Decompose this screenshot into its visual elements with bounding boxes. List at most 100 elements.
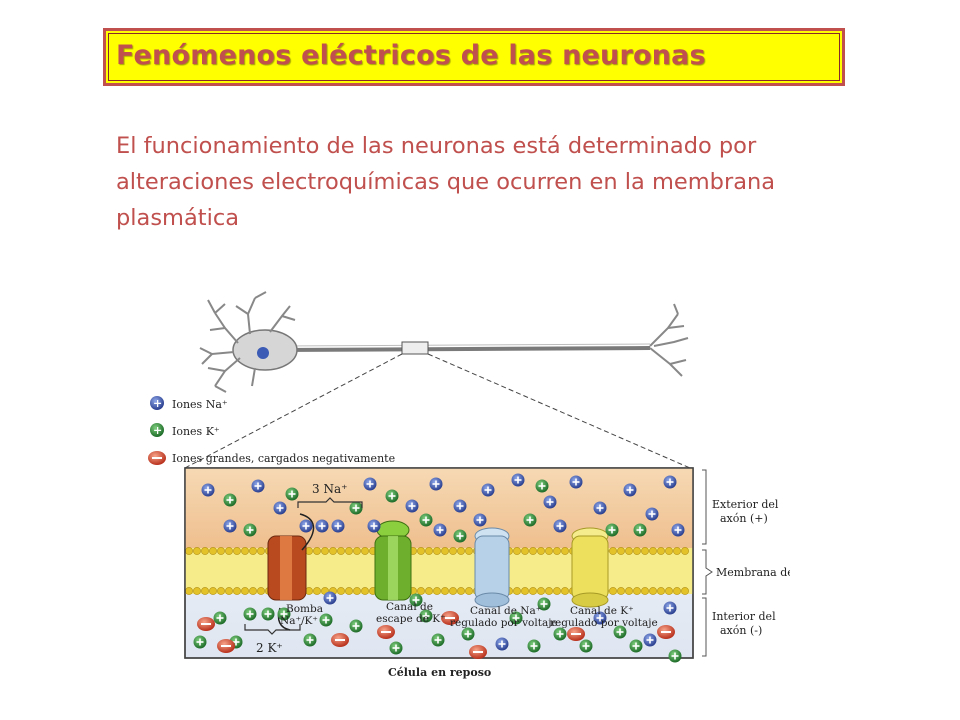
negative-ion [441,611,459,625]
negative-ion [567,627,585,641]
sodium-potassium-pump [267,513,315,631]
potassium-ion [453,529,467,543]
title-box [103,28,845,86]
potassium-ion [629,639,643,653]
label-interior-2: axón (-) [720,624,762,637]
sodium-ion [453,499,467,513]
potassium-ion [385,489,399,503]
sodium-ion [405,499,419,513]
potassium-ion [319,613,333,627]
label-leak-1: Canal de [386,601,433,613]
sodium-ion [511,473,525,487]
potassium-ion [461,627,475,641]
label-leak-2: escape de K⁺ [376,613,446,625]
legend-sodium-label: Iones Na⁺ [172,398,228,411]
label-exterior-2: axón (+) [720,512,768,525]
legend-negative: Iones grandes, cargados negativamente [148,451,395,465]
potassium-ion [509,611,523,625]
sodium-ion [553,519,567,533]
legend-sodium: + Iones Na⁺ [150,396,228,411]
sodium-ion [273,501,287,515]
label-k-channel-2: regulado por voltaje [550,617,658,629]
potassium-ion [409,593,423,607]
potassium-ion [419,609,433,623]
label-membrane: Membrana del axón [716,566,790,579]
lipid-bilayer [185,547,693,595]
potassium-ion [223,493,237,507]
voltage-gated-potassium-channel [571,527,609,608]
voltage-gated-sodium-channel [474,527,510,608]
sodium-ion [223,519,237,533]
svg-text:+: + [153,397,162,410]
sodium-ion [543,495,557,509]
label-2-k: 2 K⁺ [256,641,283,655]
negative-ion [331,633,349,647]
potassium-ion [553,627,567,641]
sodium-ion [201,483,215,497]
sodium-ion [315,519,329,533]
diagram-caption: Célula en reposo [388,666,491,679]
label-pump-1: Bomba [286,603,323,615]
sodium-ion [663,601,677,615]
potassium-ion [389,641,403,655]
sodium-ion [323,591,337,605]
potassium-ion [535,479,549,493]
sodium-ion [495,637,509,651]
legend: + Iones Na⁺ + Iones K⁺ Iones grandes, ca… [148,396,395,465]
potassium-ion [537,597,551,611]
potassium-ion [613,625,627,639]
label-pump-2: Na⁺/K⁺ [280,615,318,627]
potassium-ion [243,523,257,537]
negative-ion [469,645,487,659]
potassium-ion [349,501,363,515]
sodium-ion [569,475,583,489]
legend-negative-label: Iones grandes, cargados negativamente [172,452,395,465]
potassium-ion [261,607,275,621]
sodium-ion [645,507,659,521]
intro-text: El funcionamiento de las neuronas está d… [116,133,776,231]
potassium-ion [527,639,541,653]
legend-potassium: + Iones K⁺ [150,423,220,438]
sodium-ion [331,519,345,533]
potassium-ion [285,487,299,501]
potassium-ion [633,523,647,537]
potassium-ion [605,523,619,537]
label-exterior-1: Exterior del [712,498,779,511]
ions-layer [193,473,685,663]
sodium-ion [433,523,447,537]
sodium-ion [363,477,377,491]
negative-ion [377,625,395,639]
potassium-ion [523,513,537,527]
negative-ion [657,625,675,639]
sodium-ion [367,519,381,533]
svg-text:+: + [153,424,162,437]
potassium-ion [193,635,207,649]
label-k-channel-1: Canal de K⁺ [570,605,634,617]
potassium-ion [349,619,363,633]
potassium-ion [419,513,433,527]
sodium-ion [481,483,495,497]
potassium-ion [243,607,257,621]
sodium-ion [643,633,657,647]
potassium-ion [303,633,317,647]
sodium-ion [429,477,443,491]
sodium-ion [593,501,607,515]
sodium-ion [593,611,607,625]
negative-ion [197,617,215,631]
sodium-ion [671,523,685,537]
sodium-ion [623,483,637,497]
label-na-channel-1: Canal de Na⁺ [470,605,541,617]
sodium-ion [473,513,487,527]
neuron-illustration [184,291,691,469]
label-na-channel-2: regulado por voltaje [450,617,558,629]
potassium-ion [277,607,291,621]
negative-ion [217,639,235,653]
sodium-ion [299,519,313,533]
legend-potassium-label: Iones K⁺ [172,425,220,438]
sodium-ion [251,479,265,493]
sodium-ion [663,475,677,489]
label-3-na: 3 Na⁺ [312,482,347,496]
potassium-ion [668,649,682,663]
potassium-ion [431,633,445,647]
label-interior-1: Interior del [712,610,776,623]
